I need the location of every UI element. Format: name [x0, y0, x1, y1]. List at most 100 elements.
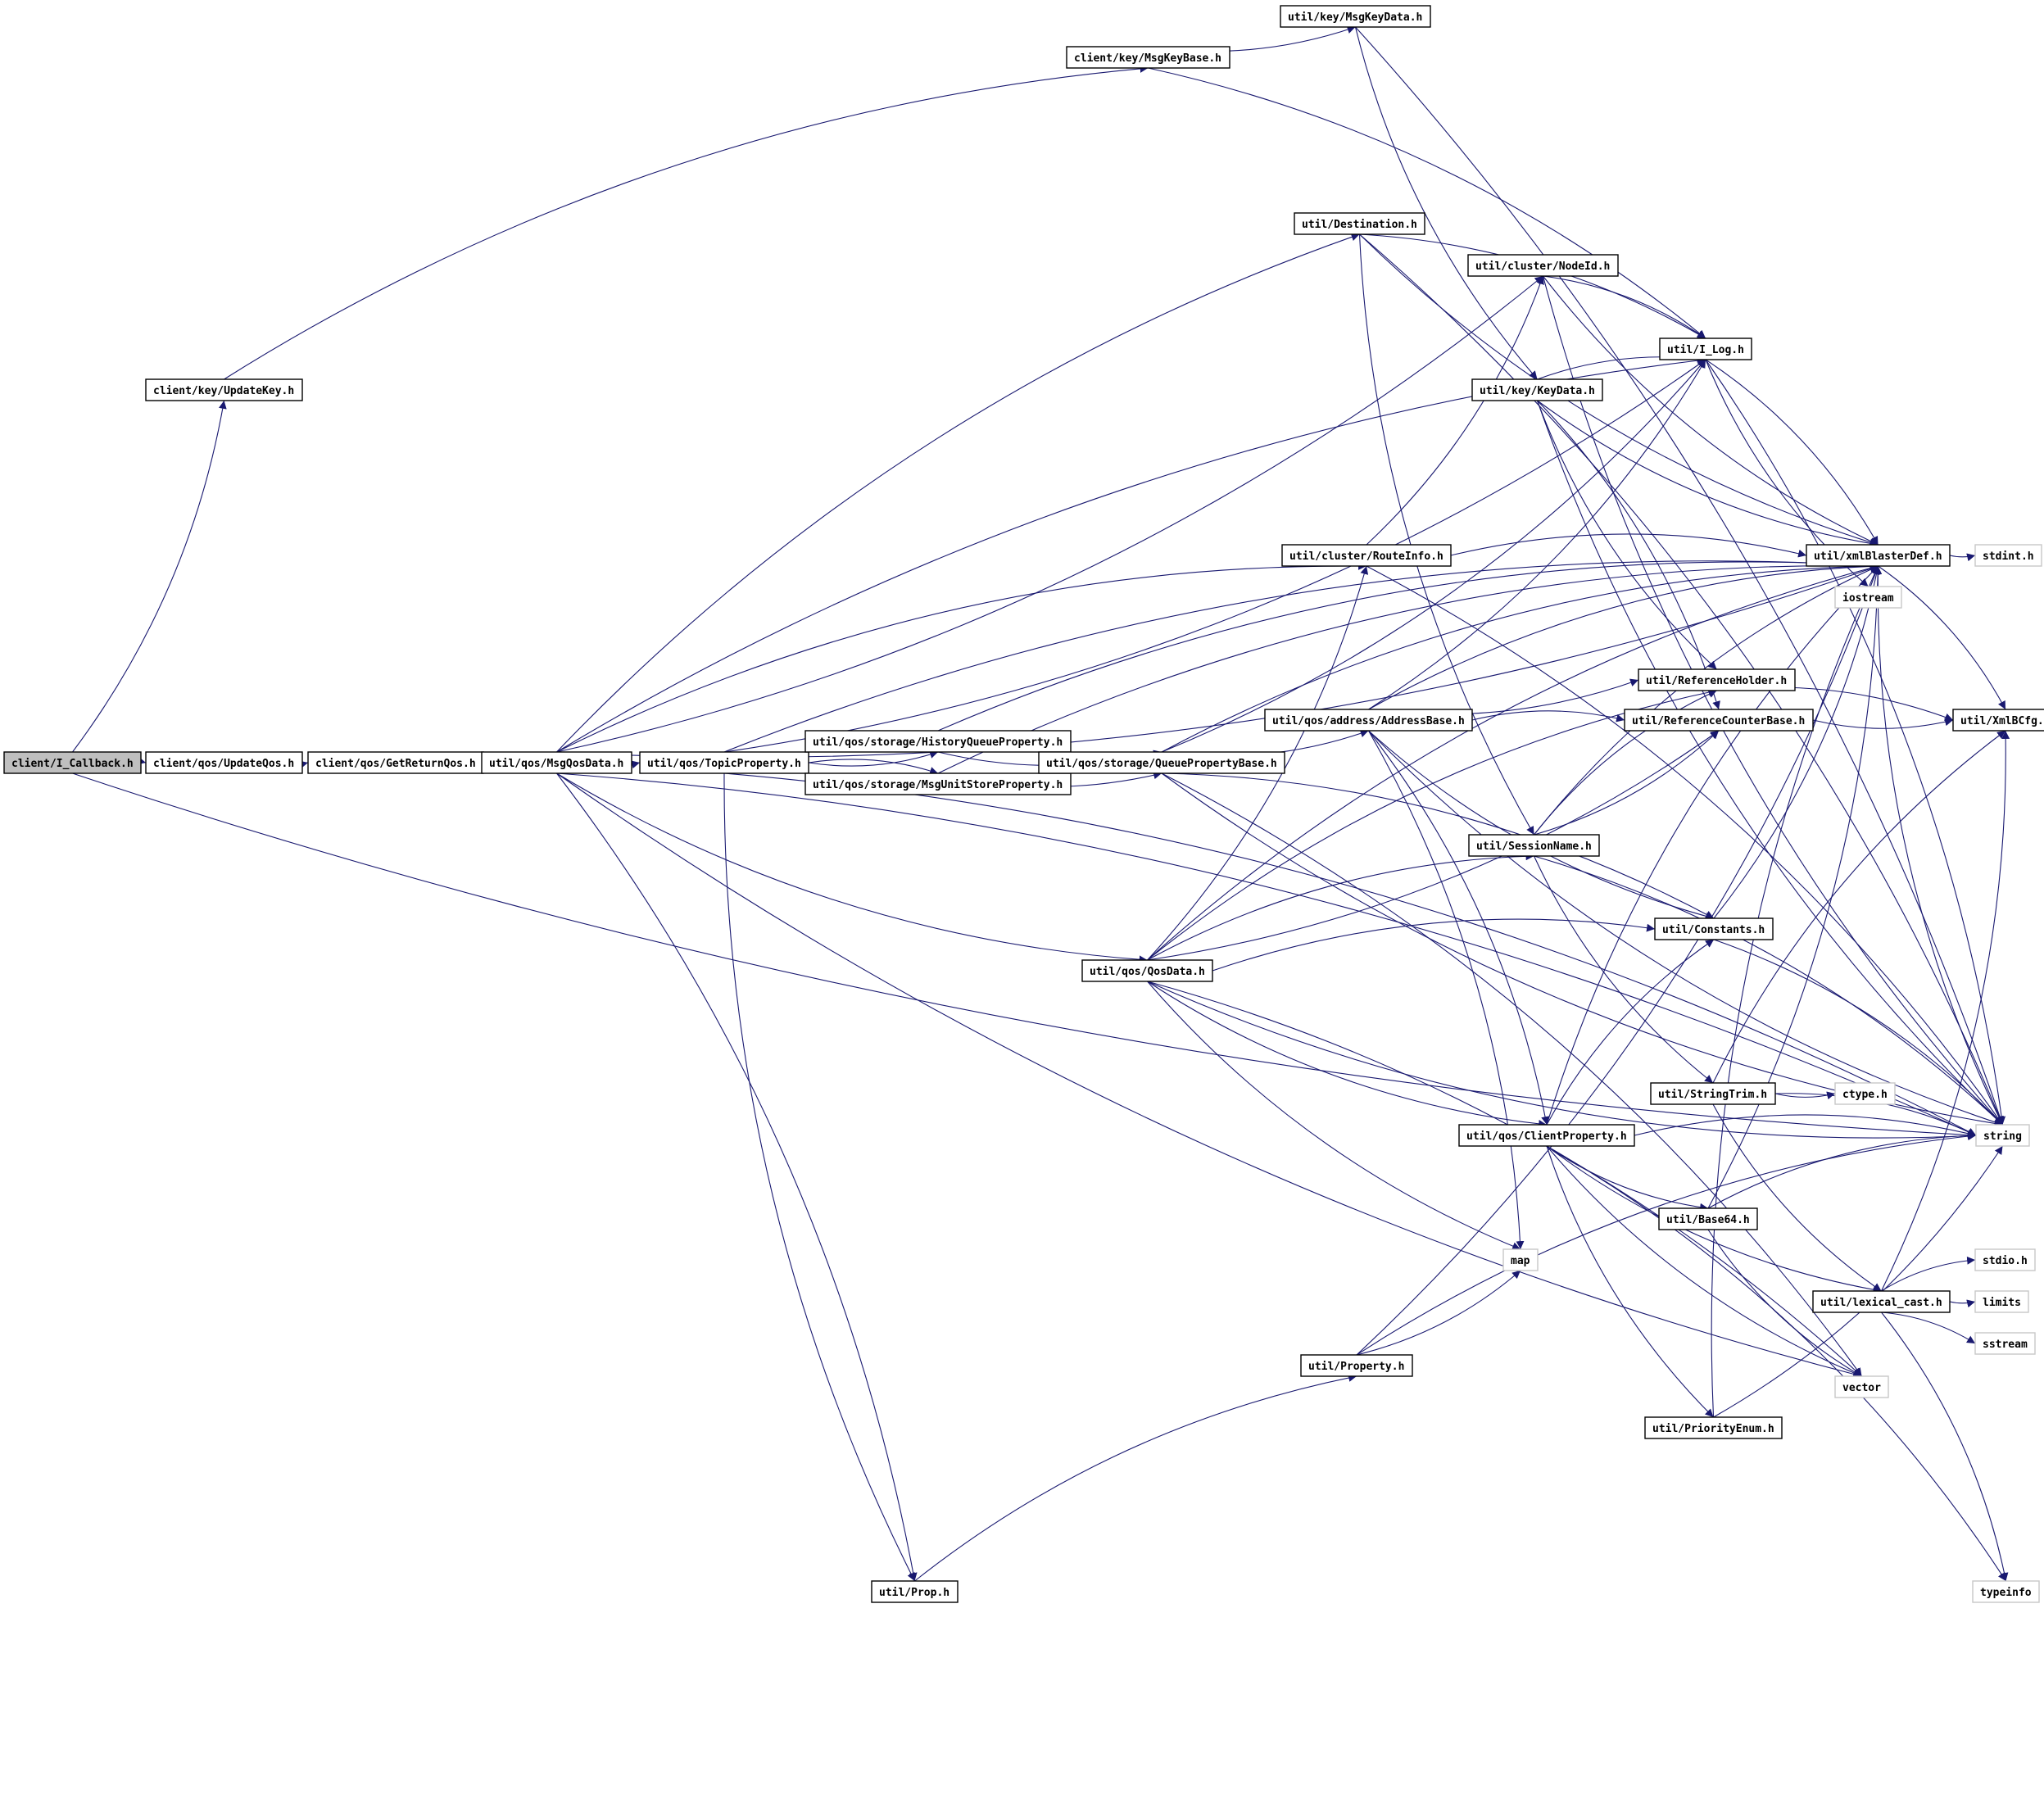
edge-stringtrim-to-xmlbcfg: [1712, 730, 2006, 1084]
node-histqueue-label: util/qos/storage/HistoryQueueProperty.h: [813, 736, 1063, 749]
edge-base64-to-string: [1707, 1131, 1977, 1209]
node-destination-label: util/Destination.h: [1302, 219, 1417, 231]
node-iostream-box: [1834, 586, 1902, 609]
edge-queuepropbase-to-constants: [1161, 772, 1715, 919]
edge-destination-to-ilog: [1359, 233, 1706, 339]
node-msgunitstore-label: util/qos/storage/MsgUnitStoreProperty.h: [813, 779, 1063, 791]
node-msgkeydata-box: [1280, 5, 1431, 28]
node-clientprop-label: util/qos/ClientProperty.h: [1466, 1130, 1627, 1143]
node-string: string: [1975, 1124, 2030, 1147]
edge-xmlblasterdef-to-string: [1877, 565, 2003, 1126]
edge-addressbase-to-refcounter: [1471, 710, 1625, 723]
edge-topicprop-to-msgunitstore: [808, 759, 939, 775]
node-prop-box: [871, 1580, 959, 1603]
node-addressbase-box: [1264, 709, 1473, 732]
edge-clientprop-to-lexicalcast: [1546, 1145, 1882, 1294]
node-stdint-label: stdint.h: [1983, 550, 2034, 563]
node-stdint: stdint.h: [1974, 544, 2042, 567]
node-stdint-box: [1974, 544, 2042, 567]
node-property-box: [1300, 1354, 1413, 1377]
node-qosdata: util/qos/QosData.h: [1081, 959, 1213, 982]
node-iostream-label: iostream: [1842, 592, 1894, 605]
node-msgqosdata-label: util/qos/MsgQosData.h: [489, 758, 623, 770]
edge-lexicalcast-to-limits: [1949, 1299, 1976, 1308]
edge-property-to-map: [1356, 1270, 1521, 1356]
edge-constants-to-string: [1713, 939, 2003, 1126]
node-constants-label: util/Constants.h: [1662, 924, 1765, 936]
node-base64-label: util/Base64.h: [1666, 1214, 1750, 1226]
node-sstream-box: [1974, 1332, 2036, 1355]
edge-addressbase-to-map: [1368, 730, 1525, 1250]
node-xmlblasterdef-label: util/xmlBlasterDef.h: [1814, 550, 1942, 563]
node-ctype: ctype.h: [1834, 1082, 1896, 1105]
edge-base64-to-xmlblasterdef: [1707, 565, 1883, 1209]
edge-msgqosdata-to-nodeid: [556, 275, 1543, 753]
node-updateqos: client/qos/UpdateQos.h: [145, 751, 303, 774]
node-sessionname-label: util/SessionName.h: [1476, 840, 1592, 853]
edge-constants-to-xmlblasterdef: [1713, 565, 1881, 919]
node-msgqosdata: util/qos/MsgQosData.h: [481, 751, 632, 774]
edge-histqueue-to-xmlblasterdef: [937, 561, 1879, 732]
node-msgkeybase-label: client/key/MsgKeyBase.h: [1074, 52, 1221, 65]
node-map-box: [1502, 1248, 1539, 1271]
node-msgkeydata-label: util/key/MsgKeyData.h: [1288, 11, 1422, 24]
node-ilog-box: [1659, 338, 1752, 360]
node-limits: limits: [1974, 1290, 2029, 1313]
node-limits-box: [1974, 1290, 2029, 1313]
edge-callback-to-updatekey: [72, 400, 227, 753]
node-lexicalcast-box: [1812, 1290, 1951, 1313]
node-refcounter-label: util/ReferenceCounterBase.h: [1632, 715, 1805, 727]
edge-keydata-to-xmlblasterdef: [1537, 400, 1879, 548]
node-prop-label: util/Prop.h: [879, 1587, 949, 1599]
node-iostream: iostream: [1834, 586, 1902, 609]
edge-lexicalcast-to-stdio: [1881, 1256, 1976, 1292]
edge-base64-to-vector: [1707, 1229, 1862, 1377]
node-queuepropbase-box: [1038, 751, 1285, 774]
node-refholder-label: util/ReferenceHolder.h: [1646, 675, 1787, 687]
edge-routeinfo-to-string: [1366, 565, 2003, 1126]
edge-clientprop-to-priorityenum: [1546, 1145, 1714, 1418]
edge-addressbase-to-ilog: [1368, 359, 1706, 710]
node-updatekey-box: [145, 378, 303, 401]
node-stringtrim: util/StringTrim.h: [1650, 1082, 1776, 1105]
edge-msgqosdata-to-destination: [556, 233, 1360, 753]
node-updateqos-label: client/qos/UpdateQos.h: [153, 758, 294, 770]
node-ctype-box: [1834, 1082, 1896, 1105]
node-sstream: sstream: [1974, 1332, 2036, 1355]
edge-msgkeydata-to-keydata: [1354, 26, 1538, 380]
node-base64: util/Base64.h: [1658, 1207, 1758, 1230]
edge-qosdata-to-constants: [1212, 918, 1656, 972]
edge-topicprop-to-histqueue: [808, 750, 939, 767]
node-getreturnqos-label: client/qos/GetReturnQos.h: [315, 758, 476, 770]
node-ilog: util/I_Log.h: [1659, 338, 1752, 360]
node-nodeid-label: util/cluster/NodeId.h: [1475, 260, 1610, 273]
node-lexicalcast-label: util/lexical_cast.h: [1820, 1297, 1942, 1309]
node-ctype-label: ctype.h: [1842, 1089, 1888, 1101]
edge-addressbase-to-xmlblasterdef: [1368, 562, 1879, 710]
node-qosdata-box: [1081, 959, 1213, 982]
node-stdio-box: [1974, 1248, 2036, 1271]
edge-msgqosdata-to-qosdata: [556, 772, 1148, 964]
node-addressbase-label: util/qos/address/AddressBase.h: [1272, 715, 1465, 727]
edge-clientprop-to-vector: [1546, 1145, 1862, 1377]
node-msgkeybase: client/key/MsgKeyBase.h: [1066, 46, 1230, 69]
edge-qosdata-to-routeinfo: [1147, 565, 1369, 961]
node-vector-box: [1834, 1375, 1889, 1398]
node-queuepropbase: util/qos/storage/QueuePropertyBase.h: [1038, 751, 1285, 774]
edge-qosdata-to-refcounter: [1147, 730, 1720, 961]
edge-msgqosdata-to-ilog: [556, 356, 1706, 753]
edge-sessionname-to-xmlblasterdef: [1534, 565, 1879, 836]
edge-msgqosdata-to-string: [556, 772, 1977, 1136]
node-prop: util/Prop.h: [871, 1580, 959, 1603]
edge-topicprop-to-xmlblasterdef: [723, 560, 1879, 753]
edge-msgkeydata-to-string: [1355, 26, 2004, 1126]
node-clientprop: util/qos/ClientProperty.h: [1458, 1124, 1635, 1147]
node-updatekey-label: client/key/UpdateKey.h: [153, 385, 294, 397]
node-qosdata-label: util/qos/QosData.h: [1090, 966, 1205, 978]
edge-keydata-to-refcounter: [1537, 400, 1720, 710]
edge-keydata-to-string: [1536, 400, 2003, 1126]
edge-queuepropbase-to-ilog: [1161, 359, 1706, 753]
node-callback-box: [3, 751, 142, 774]
edge-prop-to-property: [914, 1374, 1357, 1582]
node-updateqos-box: [145, 751, 303, 774]
